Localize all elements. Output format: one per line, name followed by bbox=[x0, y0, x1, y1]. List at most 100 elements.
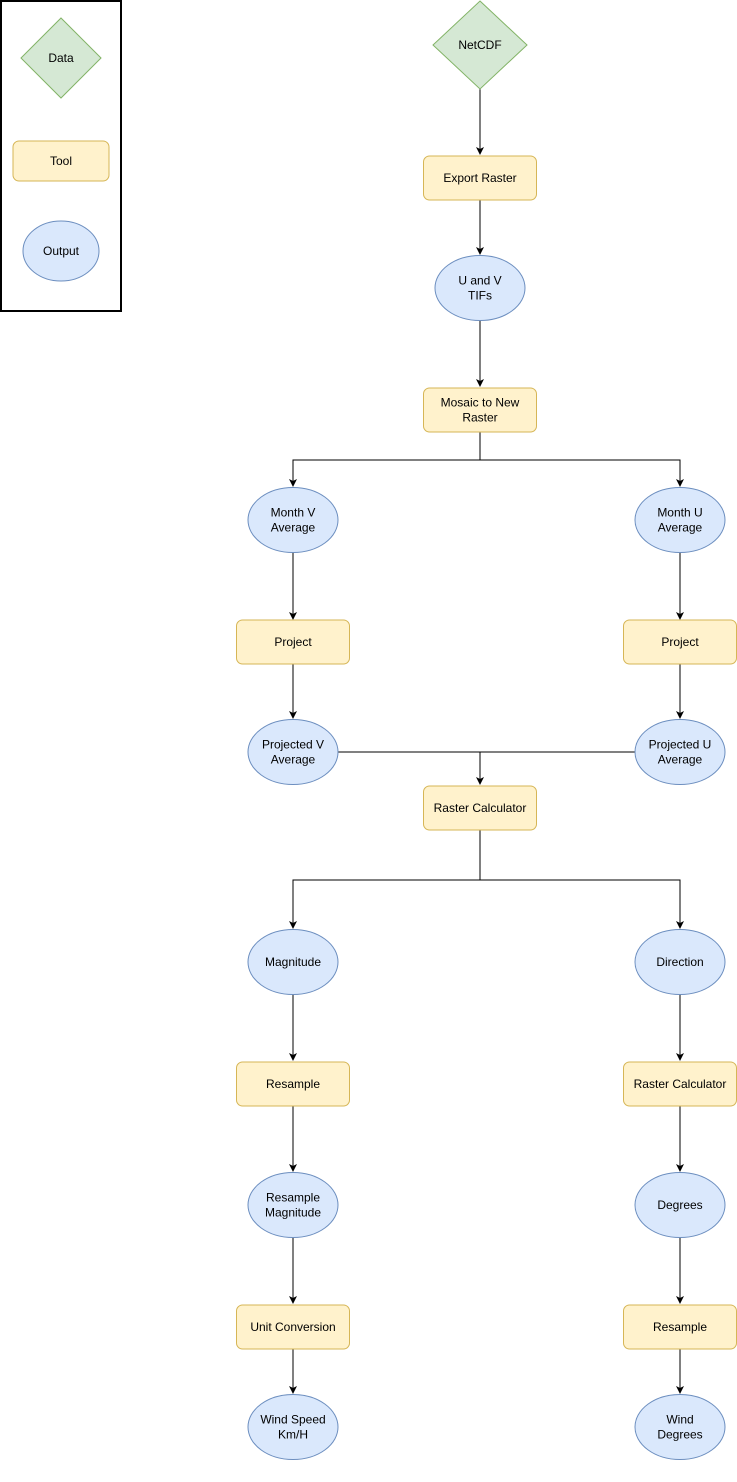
node-unit-conversion: Unit Conversion bbox=[236, 1304, 350, 1350]
node-label: Km/H bbox=[278, 1428, 308, 1442]
output-shape bbox=[247, 1172, 339, 1238]
connector-line bbox=[480, 879, 681, 923]
connector-line bbox=[292, 830, 481, 923]
node-label: Average bbox=[271, 753, 316, 767]
tool-shape bbox=[423, 155, 537, 201]
arrowhead bbox=[676, 1296, 684, 1304]
node-label: Mosaic to New bbox=[441, 396, 520, 410]
output-shape bbox=[634, 929, 726, 995]
node-project-v: Project bbox=[236, 619, 350, 665]
node-label: Average bbox=[658, 753, 703, 767]
legend-output-label: Output bbox=[43, 244, 80, 258]
output-shape bbox=[247, 487, 339, 553]
arrowhead bbox=[476, 247, 484, 255]
tool-shape bbox=[423, 387, 537, 433]
data-shape bbox=[432, 0, 528, 90]
output-shape bbox=[634, 1172, 726, 1238]
arrowhead bbox=[676, 1053, 684, 1061]
node-label: Magnitude bbox=[265, 955, 321, 969]
node-label: Export Raster bbox=[443, 171, 516, 185]
legend-output-shape bbox=[22, 220, 100, 282]
node-label: Projected V bbox=[262, 738, 324, 752]
node-raster-calc-2: Raster Calculator bbox=[623, 1061, 737, 1107]
node-label: Average bbox=[271, 521, 316, 535]
connector-line bbox=[292, 432, 481, 481]
output-shape bbox=[247, 1394, 339, 1460]
node-label: Raster Calculator bbox=[634, 1077, 727, 1091]
node-label: Degrees bbox=[657, 1428, 702, 1442]
node-label: Resample bbox=[266, 1077, 320, 1091]
node-label: Wind bbox=[666, 1413, 693, 1427]
node-label: Resample bbox=[653, 1320, 707, 1334]
arrowhead bbox=[676, 612, 684, 620]
node-project-u: Project bbox=[623, 619, 737, 665]
connector-line bbox=[338, 751, 481, 779]
node-label: Degrees bbox=[657, 1198, 702, 1212]
node-label: U and V bbox=[458, 274, 501, 288]
node-label: NetCDF bbox=[458, 38, 501, 52]
output-shape bbox=[247, 719, 339, 785]
arrowhead bbox=[289, 1296, 297, 1304]
legend-data-shape bbox=[20, 17, 102, 99]
node-label: Project bbox=[274, 635, 312, 649]
output-shape bbox=[634, 487, 726, 553]
node-label: Unit Conversion bbox=[250, 1320, 335, 1334]
arrowhead bbox=[476, 147, 484, 155]
arrowhead bbox=[676, 479, 684, 487]
arrowhead bbox=[676, 711, 684, 719]
arrowhead bbox=[289, 1053, 297, 1061]
arrowhead bbox=[676, 921, 684, 929]
legend-tool-shape bbox=[12, 140, 110, 182]
node-label: Projected U bbox=[649, 738, 712, 752]
legend: Data Tool Output bbox=[0, 0, 122, 312]
node-label: Month U bbox=[657, 506, 702, 520]
arrowhead bbox=[289, 921, 297, 929]
node-resample-deg: Resample bbox=[623, 1304, 737, 1350]
node-magnitude: Magnitude bbox=[247, 929, 339, 995]
node-netcdf: NetCDF bbox=[432, 0, 528, 90]
connectors bbox=[289, 89, 684, 1394]
output-shape bbox=[434, 255, 526, 321]
node-label: Raster Calculator bbox=[434, 801, 527, 815]
tool-shape bbox=[236, 1061, 350, 1107]
node-direction: Direction bbox=[634, 929, 726, 995]
tool-shape bbox=[423, 785, 537, 831]
arrowhead bbox=[289, 1386, 297, 1394]
node-raster-calc-1: Raster Calculator bbox=[423, 785, 537, 831]
arrowhead bbox=[476, 379, 484, 387]
node-label: Average bbox=[658, 521, 703, 535]
node-label: Raster bbox=[462, 411, 497, 425]
arrowhead bbox=[289, 1164, 297, 1172]
arrowhead bbox=[676, 1164, 684, 1172]
node-label: Direction bbox=[656, 955, 703, 969]
connector-line bbox=[480, 459, 681, 481]
output-shape bbox=[634, 719, 726, 785]
arrowhead bbox=[289, 612, 297, 620]
node-label: TIFs bbox=[468, 289, 492, 303]
node-label: Month V bbox=[271, 506, 316, 520]
arrowhead bbox=[676, 1386, 684, 1394]
output-shape bbox=[634, 1394, 726, 1460]
node-degrees: Degrees bbox=[634, 1172, 726, 1238]
arrowhead bbox=[289, 479, 297, 487]
legend-tool-label: Tool bbox=[50, 154, 72, 168]
tool-shape bbox=[236, 619, 350, 665]
legend-data-label: Data bbox=[48, 51, 74, 65]
node-export-raster: Export Raster bbox=[423, 155, 537, 201]
node-label: Magnitude bbox=[265, 1206, 321, 1220]
output-shape bbox=[247, 929, 339, 995]
node-resample-mag: Resample bbox=[236, 1061, 350, 1107]
arrowhead bbox=[289, 711, 297, 719]
node-label: Wind Speed bbox=[260, 1413, 325, 1427]
